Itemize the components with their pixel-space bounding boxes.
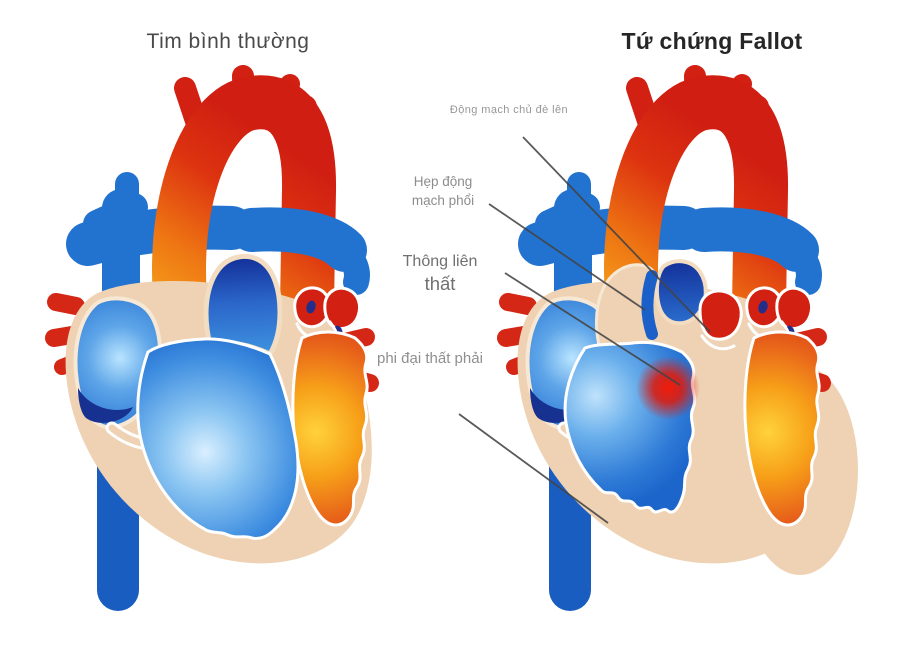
label-vsd: Thông liên thất [378,251,502,295]
label-vsd-line2: thất [424,273,456,294]
narrow-outflow-channel [641,270,658,340]
label-pulmonary-stenosis-line2: mạch phổi [411,193,475,208]
label-overriding-aorta: Động mạch chủ đè lên [449,104,568,116]
vsd-shunt-glow [636,356,700,420]
leader-line-pulmonary-stenosis [488,203,646,311]
fallot-heart [506,76,858,590]
narrowed-pulmonary-trunk [654,259,708,326]
label-pulmonary-stenosis-line1: Hẹp động [413,174,473,189]
leader-line-rvh [458,413,609,524]
label-pulmonary-stenosis: Hẹp động mạch phổi [391,172,495,210]
right-ventricle-normal [136,337,300,540]
overriding-aorta-root [698,289,743,351]
leader-lines [458,136,711,524]
label-rvh: phi đại thất phải [377,350,483,367]
normal-heart [54,76,372,590]
leader-line-overriding-aorta [522,136,711,333]
leader-line-vsd [504,272,681,386]
label-vsd-line1: Thông liên [402,253,478,270]
fallot-heart-title: Tứ chứng Fallot [621,28,803,54]
normal-heart-title: Tim bình thường [146,30,310,53]
